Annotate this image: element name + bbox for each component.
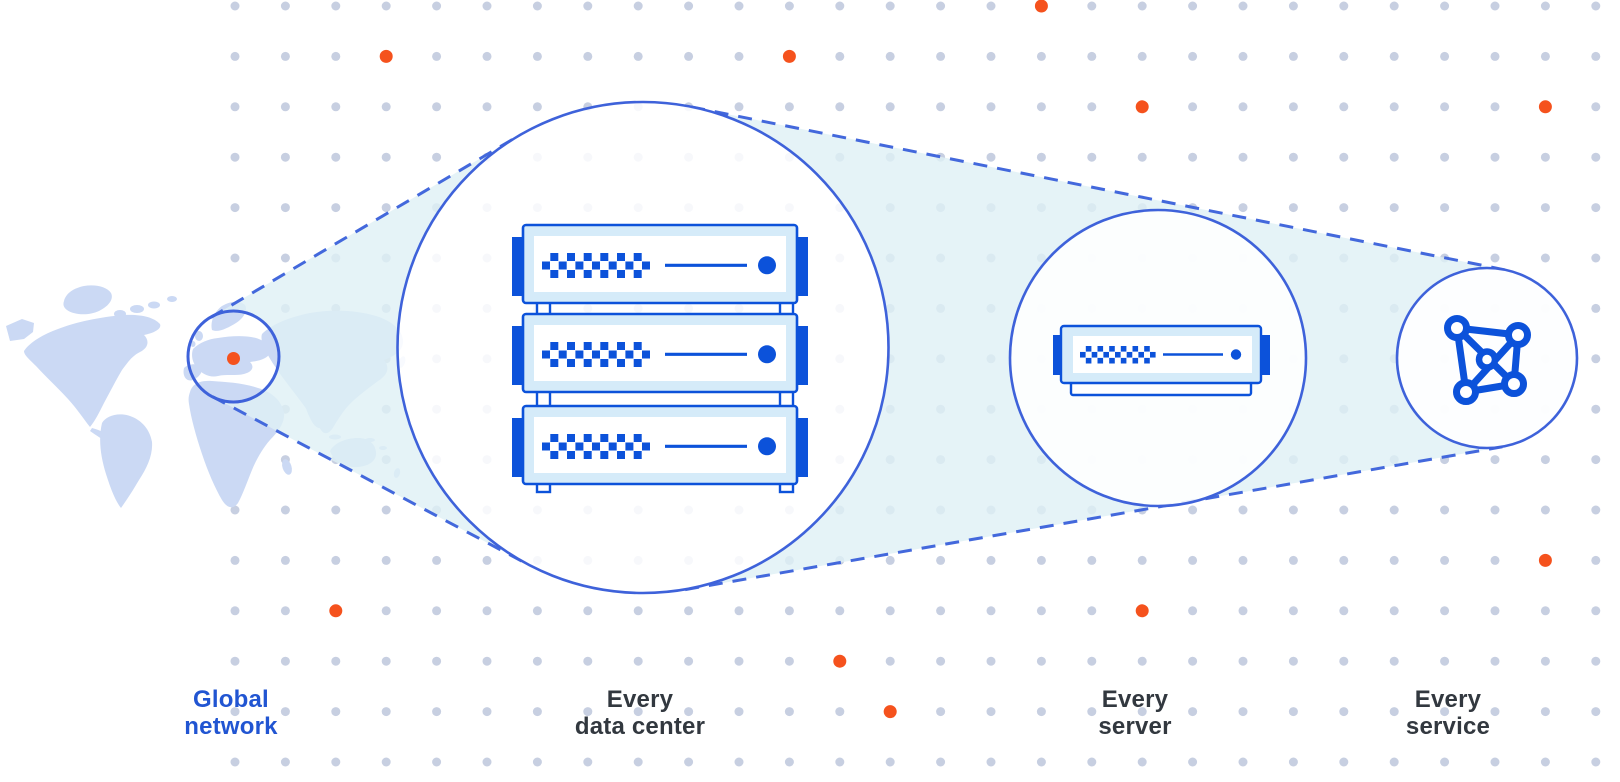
globe-region-circle	[186, 309, 281, 404]
server-unit	[512, 223, 808, 305]
server-unit	[512, 312, 808, 394]
accent-dots	[329, 0, 1552, 719]
server-unit	[512, 404, 808, 486]
server-rack-icon	[512, 223, 808, 494]
zoom-dashed-lines	[210, 105, 1505, 592]
server-icon	[1053, 324, 1270, 397]
network-graph-icon	[1444, 315, 1531, 405]
origin-accent-dot	[227, 352, 240, 365]
zoom-cone-left	[210, 136, 528, 565]
